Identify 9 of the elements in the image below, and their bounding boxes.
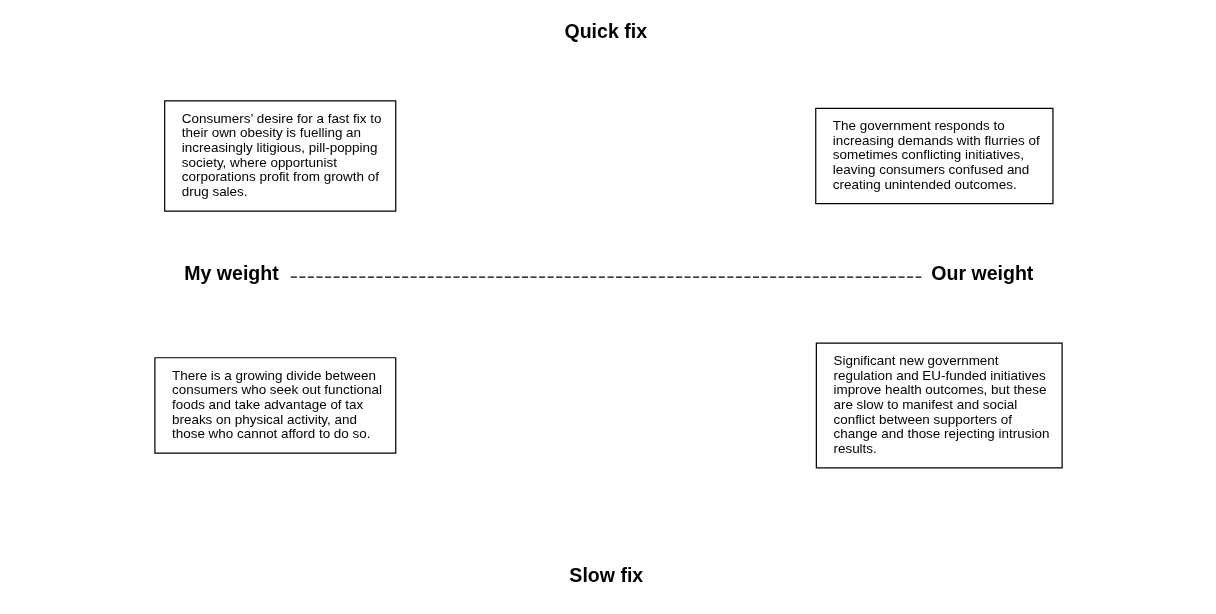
node-text: Our weight [930,262,1033,285]
connector [289,276,922,278]
node-box: The government responds to increasing demands with flurries of sometimes conflicting initiatives, leaving consumers confused and creating unintended outcomes. [814,107,1054,205]
label: Slow fix [568,564,643,587]
node-box: There is a growing divide between consumers who seek out functional foods and take advantage of tax breaks on physical activity, and those who cannot afford to do so. [153,357,396,454]
label: Quick fix [563,20,647,43]
node-text: My weight [183,262,279,285]
node-box: Consumers’ desire for a fast fix to their own obesity is fuelling an increasingly litigious, pill-popping society, where opportunist corporations profit from growth of drug sales. [163,100,396,212]
node-box: Significant new government regulation and EU-funded initiatives improve health outcomes, but these are slow to manifest and social conflict between supporters of change and those rejecting intrusion results. [815,342,1063,469]
